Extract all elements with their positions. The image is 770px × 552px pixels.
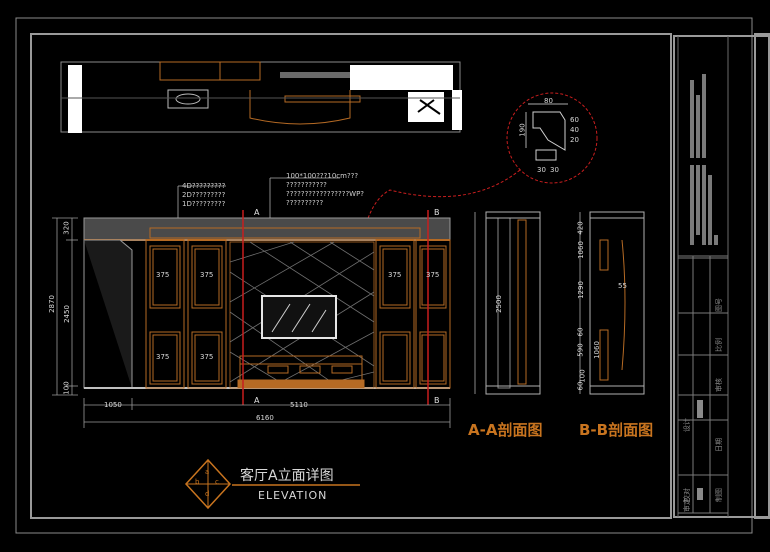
title-block-label: 审核	[715, 378, 723, 392]
note-leaders	[177, 177, 340, 218]
dim-1050: 1050	[104, 401, 122, 409]
title-block-fill-marks	[697, 400, 703, 500]
ceiling-band	[83, 217, 451, 241]
title-block-label: 比例	[715, 338, 723, 352]
dim-ceiling-320: 320	[62, 221, 71, 235]
title-block-label: 日期	[715, 438, 723, 452]
drawing-title-cn: 客厅A立面详图	[240, 468, 334, 484]
inner-frame	[30, 33, 672, 519]
cabinet-label: 375	[200, 271, 214, 279]
section-marker-b-bottom: B	[434, 396, 440, 405]
cabinet-label: 375	[156, 271, 170, 279]
cabinet-label: 375	[156, 353, 170, 361]
detail-dim: 30	[537, 166, 546, 174]
note-right-2: ???????????	[286, 181, 327, 189]
note-right-1: 100*100???10cm???	[286, 172, 359, 180]
emblem-letter: d	[205, 490, 210, 498]
section-marker-b-top: B	[434, 208, 440, 217]
detail-dim: 60	[570, 116, 579, 124]
cabinet-label: 375	[388, 271, 402, 279]
title-block-label: 制图	[715, 488, 723, 502]
dim-6160: 6160	[256, 414, 274, 422]
plan-view	[60, 61, 462, 133]
title-block-label: 图号	[715, 298, 723, 312]
title-block-label: 审定	[683, 498, 691, 512]
cabinet-label: 375	[200, 353, 214, 361]
dimension-lines	[52, 217, 451, 428]
section-b-dim: 1290	[576, 281, 585, 299]
section-b-dim: 1060	[592, 341, 601, 359]
tv-console	[237, 355, 365, 389]
section-cut-lines	[242, 210, 429, 405]
section-b-title: B-B剖面图	[579, 421, 654, 439]
cabinet-label: 375	[426, 271, 440, 279]
outer-frame	[15, 17, 753, 534]
note-left-2: 2D?????????	[182, 191, 226, 199]
title-block-logo-bars	[690, 74, 718, 245]
section-b-dim: 60	[576, 327, 585, 337]
note-left-3: 1D?????????	[182, 200, 226, 208]
section-marker-a-bottom: A	[254, 396, 260, 405]
tv-screen	[261, 295, 337, 339]
right-cabinets	[375, 239, 451, 389]
detail-dim: 40	[570, 126, 579, 134]
emblem-letter: b	[195, 478, 200, 486]
section-a-dim: 2500	[494, 295, 503, 313]
detail-dim: 190	[518, 123, 527, 137]
section-marker-a-top: A	[254, 208, 260, 217]
note-right-3: ?????????????????WP?	[286, 190, 365, 198]
section-a-title: A-A剖面图	[468, 421, 543, 439]
drawing-title-en: ELEVATION	[258, 489, 328, 502]
title-block-label: 设计	[683, 418, 691, 432]
note-right-4: ??????????	[286, 199, 324, 207]
right-edge-frame	[754, 33, 770, 519]
section-b-dim: 1060	[576, 241, 585, 259]
section-b-dim: 420	[576, 221, 585, 235]
dim-5110: 5110	[290, 401, 308, 409]
dim-total-2870: 2870	[47, 295, 56, 313]
emblem-letter: a	[205, 468, 210, 476]
detail-dim: 20	[570, 136, 579, 144]
dim-base-100: 100	[62, 381, 71, 395]
left-cabinets	[145, 239, 227, 389]
note-left-1: 4D?????????	[182, 182, 226, 190]
emblem-letter: c	[215, 478, 219, 486]
section-a-drawing	[474, 211, 541, 395]
title-block-grid	[678, 255, 728, 514]
detail-dim: 30	[550, 166, 559, 174]
section-b-dim: 55	[618, 282, 627, 290]
section-b-drawing	[579, 211, 645, 395]
section-b-dim: 590	[576, 343, 585, 357]
detail-callout	[361, 92, 598, 241]
section-b-dim: 60	[576, 381, 585, 391]
title-emblem	[184, 458, 232, 510]
dim-wall-2450: 2450	[62, 305, 71, 323]
detail-dim: 80	[544, 97, 553, 105]
